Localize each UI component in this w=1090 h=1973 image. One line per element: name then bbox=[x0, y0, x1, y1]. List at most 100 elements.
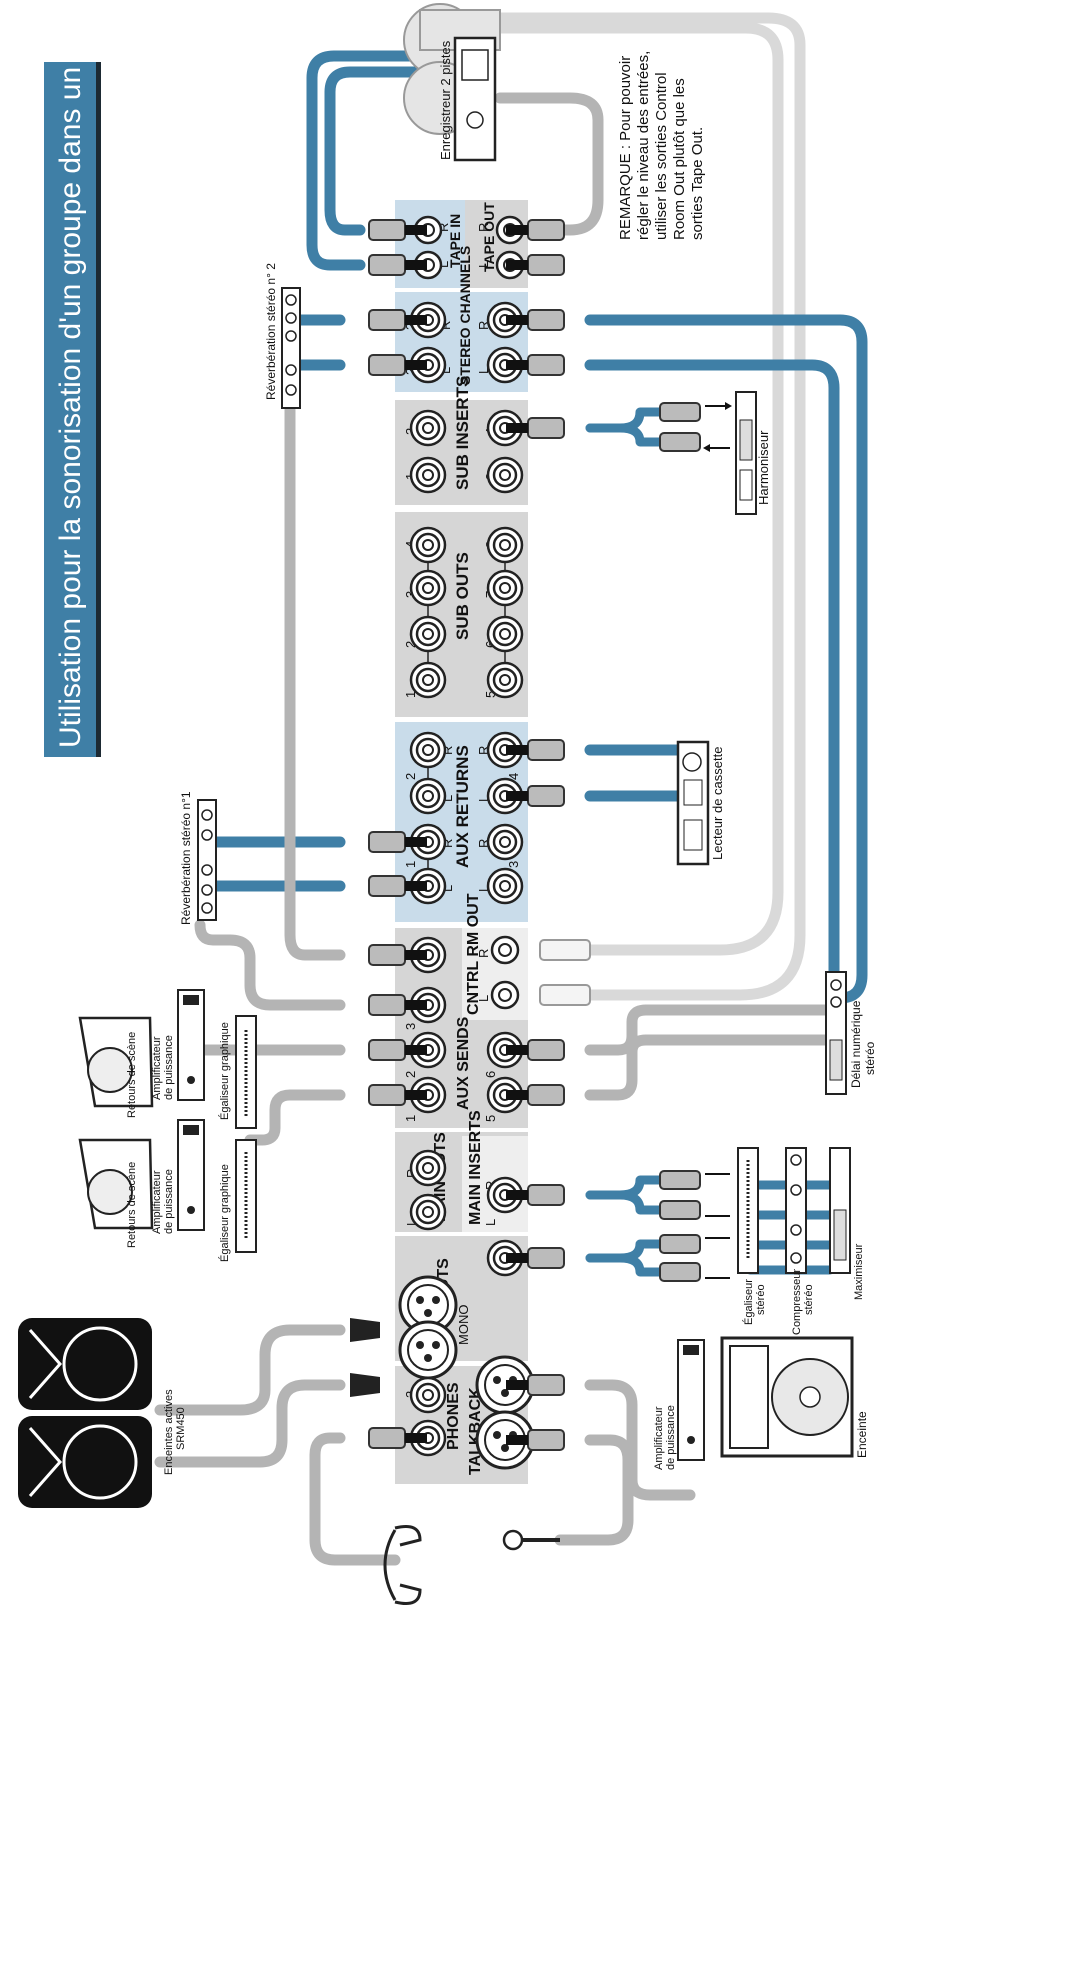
speaker-label: Enceinte bbox=[855, 1411, 869, 1458]
jack-label: R bbox=[476, 223, 491, 232]
reverb-1-icon bbox=[197, 799, 217, 921]
note-line: utiliser les sorties Control bbox=[653, 72, 670, 240]
jack-label: L bbox=[404, 1219, 419, 1226]
compressor-label-2: stéréo bbox=[803, 1284, 815, 1315]
stage-monitor-icon bbox=[78, 1138, 154, 1230]
label-tape-in: TAPE IN bbox=[447, 214, 463, 268]
label-sub-inserts: SUB INSERTS bbox=[453, 376, 472, 490]
jack-label: R bbox=[476, 321, 491, 330]
cassette-label: Lecteur de cassette bbox=[710, 747, 725, 860]
jack-label: 3 bbox=[403, 1023, 418, 1030]
jack-label: R bbox=[440, 746, 455, 755]
stereo-eq-icon bbox=[737, 1147, 759, 1274]
jack-label: L bbox=[440, 885, 455, 892]
jack-label: 2 bbox=[403, 641, 418, 648]
power-amp-label-2: de puissance bbox=[665, 1405, 677, 1470]
recorder-icon bbox=[403, 3, 501, 162]
label-tape-out: TAPE OUT bbox=[481, 202, 497, 272]
jack-label: 6 bbox=[483, 1071, 498, 1078]
note-line: sorties Tape Out. bbox=[689, 127, 706, 240]
jack-label: L bbox=[476, 795, 491, 802]
graphic-eq-icon bbox=[235, 1015, 257, 1129]
active-speaker-icon bbox=[18, 1416, 152, 1508]
power-amp-label-1: Amplificateur bbox=[151, 1036, 163, 1100]
graphic-eq-icon bbox=[235, 1139, 257, 1253]
jack-label: 4 bbox=[506, 773, 521, 780]
recorder-label: Enregistreur 2 pistes bbox=[438, 40, 453, 160]
harmonizer-icon bbox=[735, 391, 757, 515]
harmonizer-label: Harmoniseur bbox=[756, 430, 771, 505]
note-line: régler le niveau des entrées, bbox=[635, 51, 652, 240]
jack-label: L bbox=[438, 367, 453, 374]
power-amp-icon bbox=[177, 989, 205, 1101]
jack-label: L bbox=[476, 367, 491, 374]
jack-label: L bbox=[476, 885, 491, 892]
jack-label: R bbox=[436, 223, 451, 232]
reverb-2-icon bbox=[281, 287, 301, 409]
headphones-icon bbox=[383, 1525, 422, 1605]
jack-label: 3 bbox=[403, 591, 418, 598]
jack-label: 2 bbox=[403, 1071, 418, 1078]
power-amp-label-1: Amplificateur bbox=[653, 1406, 665, 1470]
speaker-icon bbox=[720, 1336, 854, 1458]
jack-label: R bbox=[438, 321, 453, 330]
title-banner: Utilisation pour la sonorisation d'un gr… bbox=[44, 15, 101, 757]
jack-label: R bbox=[476, 949, 491, 958]
cables bbox=[154, 12, 868, 1566]
compressor-icon bbox=[785, 1147, 807, 1274]
power-amp-icon bbox=[677, 1339, 705, 1461]
delay-label-2: stéréo bbox=[863, 1041, 877, 1075]
jack-label: L bbox=[476, 261, 491, 268]
jack-label: R bbox=[440, 839, 455, 848]
jacks bbox=[398, 215, 535, 1470]
compressor-label-1: Compresseur bbox=[791, 1269, 803, 1335]
reverb-2-label: Réverbération stéréo n° 2 bbox=[264, 263, 278, 400]
note: REMARQUE : Pour pouvoir régler le niveau… bbox=[617, 51, 706, 240]
maximizer-label: Maximiseur bbox=[853, 1243, 865, 1300]
active-speakers-label-2: SRM450 bbox=[175, 1407, 187, 1450]
jack-label: 5 bbox=[483, 1115, 498, 1122]
active-speaker-icon bbox=[18, 1318, 152, 1410]
reverb-1-label: Réverbération stéréo n°1 bbox=[179, 791, 193, 925]
label-sub-outs: SUB OUTS bbox=[453, 552, 472, 640]
stage-return-label: Retours de scène bbox=[126, 1162, 138, 1248]
active-speakers-label-1: Enceintes actives bbox=[163, 1389, 175, 1475]
jack-label: L bbox=[440, 795, 455, 802]
power-amp-icon bbox=[177, 1119, 205, 1231]
jack-label: 1 bbox=[403, 691, 418, 698]
power-amp-label-2: de puissance bbox=[163, 1169, 175, 1234]
digital-delay-icon bbox=[825, 971, 847, 1095]
label-phones: PHONES bbox=[445, 1382, 462, 1450]
label-aux-returns: AUX RETURNS bbox=[453, 745, 472, 868]
graphic-eq-label: Égaliseur graphique bbox=[218, 1022, 231, 1120]
label-aux-sends: AUX SENDS bbox=[455, 1016, 472, 1110]
label-stereo-channels: STEREO CHANNELS bbox=[457, 246, 473, 385]
jack-label: R bbox=[476, 839, 491, 848]
label-main-inserts: MAIN INSERTS bbox=[467, 1110, 484, 1225]
label-mono: MONO bbox=[456, 1305, 471, 1345]
stage-return-label: Retours de scène bbox=[126, 1032, 138, 1118]
delay-label-1: Délai numérique bbox=[849, 1000, 863, 1088]
stage-monitor-icon bbox=[78, 1016, 154, 1108]
jack-label: 2 bbox=[403, 773, 418, 780]
cassette-icon bbox=[676, 740, 710, 866]
page-title: Utilisation pour la sonorisation d'un gr… bbox=[54, 15, 87, 748]
jack-label: L bbox=[436, 261, 451, 268]
jack-label: 3 bbox=[506, 861, 521, 868]
power-amp-label-2: de puissance bbox=[163, 1035, 175, 1100]
label-cntrl-rm-out: CNTRL RM OUT bbox=[465, 893, 482, 1015]
jack-label: L bbox=[476, 995, 491, 1002]
maximizer-icon bbox=[829, 1147, 851, 1274]
graphic-eq-label: Égaliseur graphique bbox=[218, 1164, 231, 1262]
jack-label: R bbox=[476, 746, 491, 755]
jack-label: 1 bbox=[403, 861, 418, 868]
jack-label: 1 bbox=[403, 1115, 418, 1122]
jack-label: L bbox=[483, 1219, 498, 1226]
microphone-icon bbox=[502, 1529, 560, 1551]
note-line: Room Out plutôt que les bbox=[671, 78, 688, 240]
note-line: REMARQUE : Pour pouvoir bbox=[617, 56, 634, 240]
stereo-eq-label-1: Égaliseur bbox=[742, 1279, 755, 1325]
power-amp-label-1: Amplificateur bbox=[151, 1170, 163, 1234]
stereo-eq-label-2: stéréo bbox=[755, 1284, 767, 1315]
